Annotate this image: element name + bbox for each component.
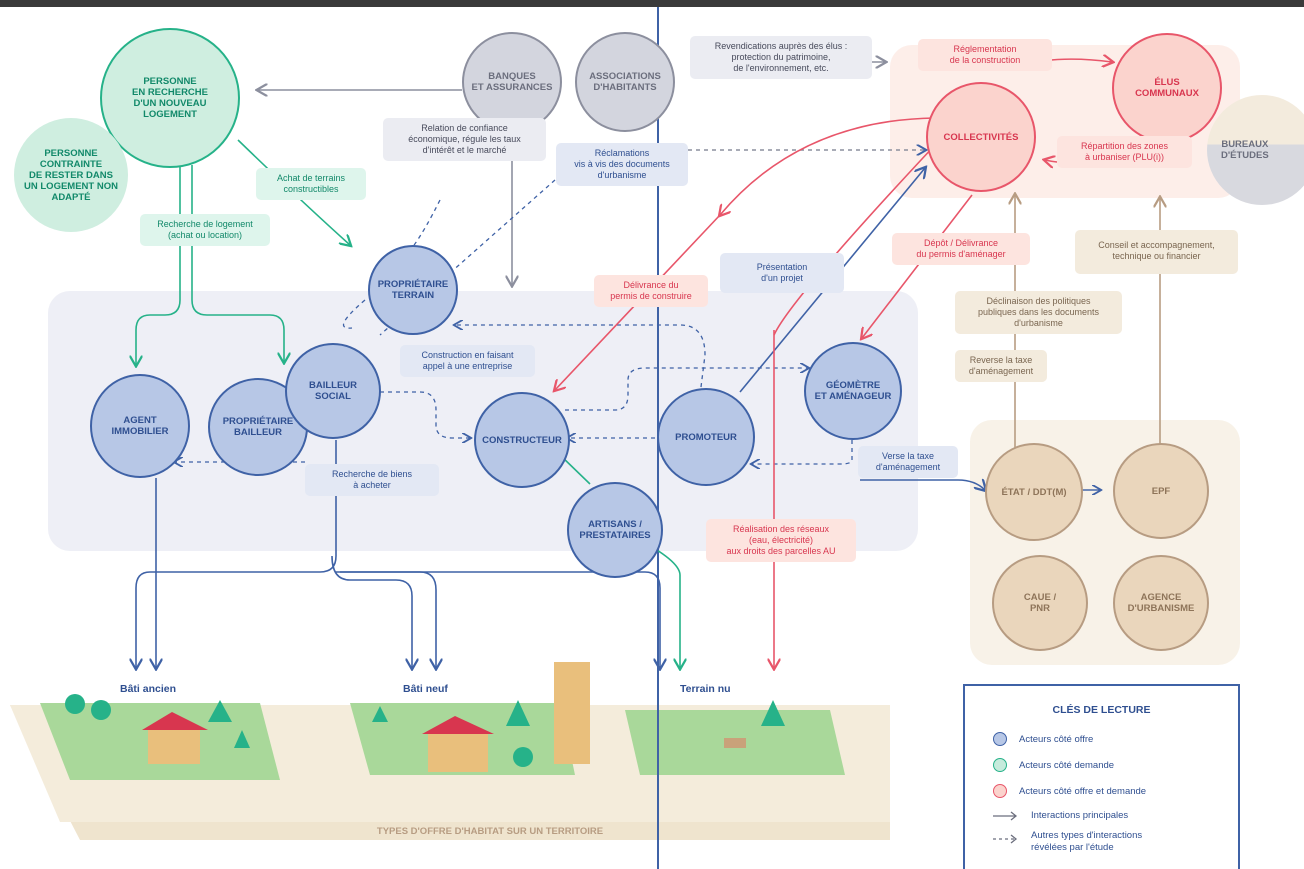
node-label: BAILLEUR SOCIAL	[308, 380, 358, 402]
legend-demande: Acteurs côté demande	[993, 758, 1114, 772]
node-personne-recherche[interactable]: PERSONNE EN RECHERCHE D'UN NOUVEAU LOGEM…	[100, 28, 240, 168]
sign-post	[724, 738, 746, 748]
label-recherche-biens: Recherche de biens à acheter	[305, 464, 439, 496]
node-artisans[interactable]: ARTISANS / PRESTATAIRES	[567, 482, 663, 578]
node-label: ARTISANS / PRESTATAIRES	[579, 519, 651, 541]
legend-solid-arrow	[993, 810, 1018, 821]
node-label: PROMOTEUR	[675, 431, 737, 443]
node-label: BANQUES ET ASSURANCES	[471, 71, 553, 93]
node-label: PERSONNE EN RECHERCHE D'UN NOUVEAU LOGEM…	[131, 76, 208, 120]
legend: CLÉS DE LECTURE Acteurs côté offre Acteu…	[963, 684, 1240, 869]
legend-autres: Autres types d'interactions révélées par…	[993, 830, 1142, 854]
label-conseil: Conseil et accompagnement, technique ou …	[1075, 230, 1238, 274]
node-label: ASSOCIATIONS D'HABITANTS	[589, 71, 661, 93]
label-reclamations: Réclamations vis à vis des documents d'u…	[556, 143, 688, 186]
node-bureaux[interactable]: BUREAUX D'ÉTUDES	[1207, 95, 1304, 205]
house-neuf	[428, 732, 488, 772]
legend-dashed-arrow	[993, 834, 1018, 844]
top-bar	[0, 0, 1304, 7]
label-delivrance-permis: Délivrance du permis de construire	[594, 275, 708, 307]
label-presentation-projet: Présentation d'un projet	[720, 253, 844, 293]
node-label: BUREAUX D'ÉTUDES	[1221, 139, 1269, 161]
node-proprietaire-terrain[interactable]: PROPRIÉTAIRE TERRAIN	[368, 245, 458, 335]
node-label: CONSTRUCTEUR	[482, 434, 562, 446]
node-caue[interactable]: CAUE / PNR	[992, 555, 1088, 651]
node-banques[interactable]: BANQUES ET ASSURANCES	[462, 32, 562, 132]
node-label: AGENT IMMOBILIER	[111, 415, 169, 437]
node-label: PROPRIÉTAIRE TERRAIN	[377, 279, 449, 301]
node-label: ÉLUS COMMUNAUX	[1135, 77, 1199, 99]
node-label: AGENCE D'URBANISME	[1127, 592, 1195, 614]
label-achat-terrains: Achat de terrains constructibles	[256, 168, 366, 200]
node-label: PERSONNE CONTRAINTE DE RESTER DANS UN LO…	[24, 147, 118, 203]
node-label: EPF	[1151, 485, 1171, 497]
tower-building	[554, 662, 590, 764]
node-bailleur-social[interactable]: BAILLEUR SOCIAL	[285, 343, 381, 439]
legend-offre-demande: Acteurs côté offre et demande	[993, 784, 1146, 798]
types-offre-text: TYPES D'OFFRE D'HABITAT SUR UN TERRITOIR…	[377, 826, 603, 837]
label-reverse-taxe: Reverse la taxe d'aménagement	[955, 350, 1047, 382]
node-constructeur[interactable]: CONSTRUCTEUR	[474, 392, 570, 488]
label-construction-entreprise: Construction en faisant appel à une entr…	[400, 345, 535, 377]
label-relation-confiance: Relation de confiance économique, régule…	[383, 118, 546, 161]
node-label: CAUE / PNR	[1023, 592, 1057, 614]
label-declinaison: Déclinaison des politiques publiques dan…	[955, 291, 1122, 334]
legend-title: CLÉS DE LECTURE	[1052, 704, 1151, 716]
node-label: ÉTAT / DDT(M)	[1001, 486, 1067, 498]
label-recherche-logement: Recherche de logement (achat ou location…	[140, 214, 270, 246]
label-depot-delivrance: Dépôt / Délivrance du permis d'aménager	[892, 233, 1030, 265]
node-geometre[interactable]: GÉOMÈTRE ET AMÉNAGEUR	[804, 342, 902, 440]
node-etat[interactable]: ÉTAT / DDT(M)	[985, 443, 1083, 541]
node-collectivites[interactable]: COLLECTIVITÉS	[926, 82, 1036, 192]
label-verse-taxe: Verse la taxe d'aménagement	[858, 446, 958, 478]
node-epf[interactable]: EPF	[1113, 443, 1209, 539]
node-associations[interactable]: ASSOCIATIONS D'HABITANTS	[575, 32, 675, 132]
legend-dot-blue	[993, 732, 1007, 746]
label-revendications: Revendications auprès des élus : protect…	[690, 36, 872, 79]
node-agent-immobilier[interactable]: AGENT IMMOBILIER	[90, 374, 190, 478]
caption-bati-neuf: Bâti neuf	[403, 683, 448, 695]
node-personne-contrainte[interactable]: PERSONNE CONTRAINTE DE RESTER DANS UN LO…	[14, 118, 128, 232]
node-agence[interactable]: AGENCE D'URBANISME	[1113, 555, 1209, 651]
legend-dot-red	[993, 784, 1007, 798]
caption-bati-ancien: Bâti ancien	[120, 683, 177, 695]
node-elus[interactable]: ÉLUS COMMUNAUX	[1112, 33, 1222, 143]
label-realisation-reseaux: Réalisation des réseaux (eau, électricit…	[706, 519, 856, 562]
caption-terrain-nu: Terrain nu	[680, 683, 731, 695]
house-ancien	[148, 728, 200, 764]
label-reglementation: Réglementation de la construction	[918, 39, 1052, 71]
node-promoteur[interactable]: PROMOTEUR	[657, 388, 755, 486]
node-label: COLLECTIVITÉS	[943, 131, 1019, 143]
node-label: PROPRIÉTAIRE BAILLEUR	[222, 416, 294, 438]
legend-offre: Acteurs côté offre	[993, 732, 1093, 746]
legend-principales: Interactions principales	[993, 810, 1128, 821]
node-label: GÉOMÈTRE ET AMÉNAGEUR	[814, 380, 892, 402]
legend-dot-green	[993, 758, 1007, 772]
label-repartition: Répartition des zones à urbaniser (PLU(i…	[1057, 136, 1192, 168]
